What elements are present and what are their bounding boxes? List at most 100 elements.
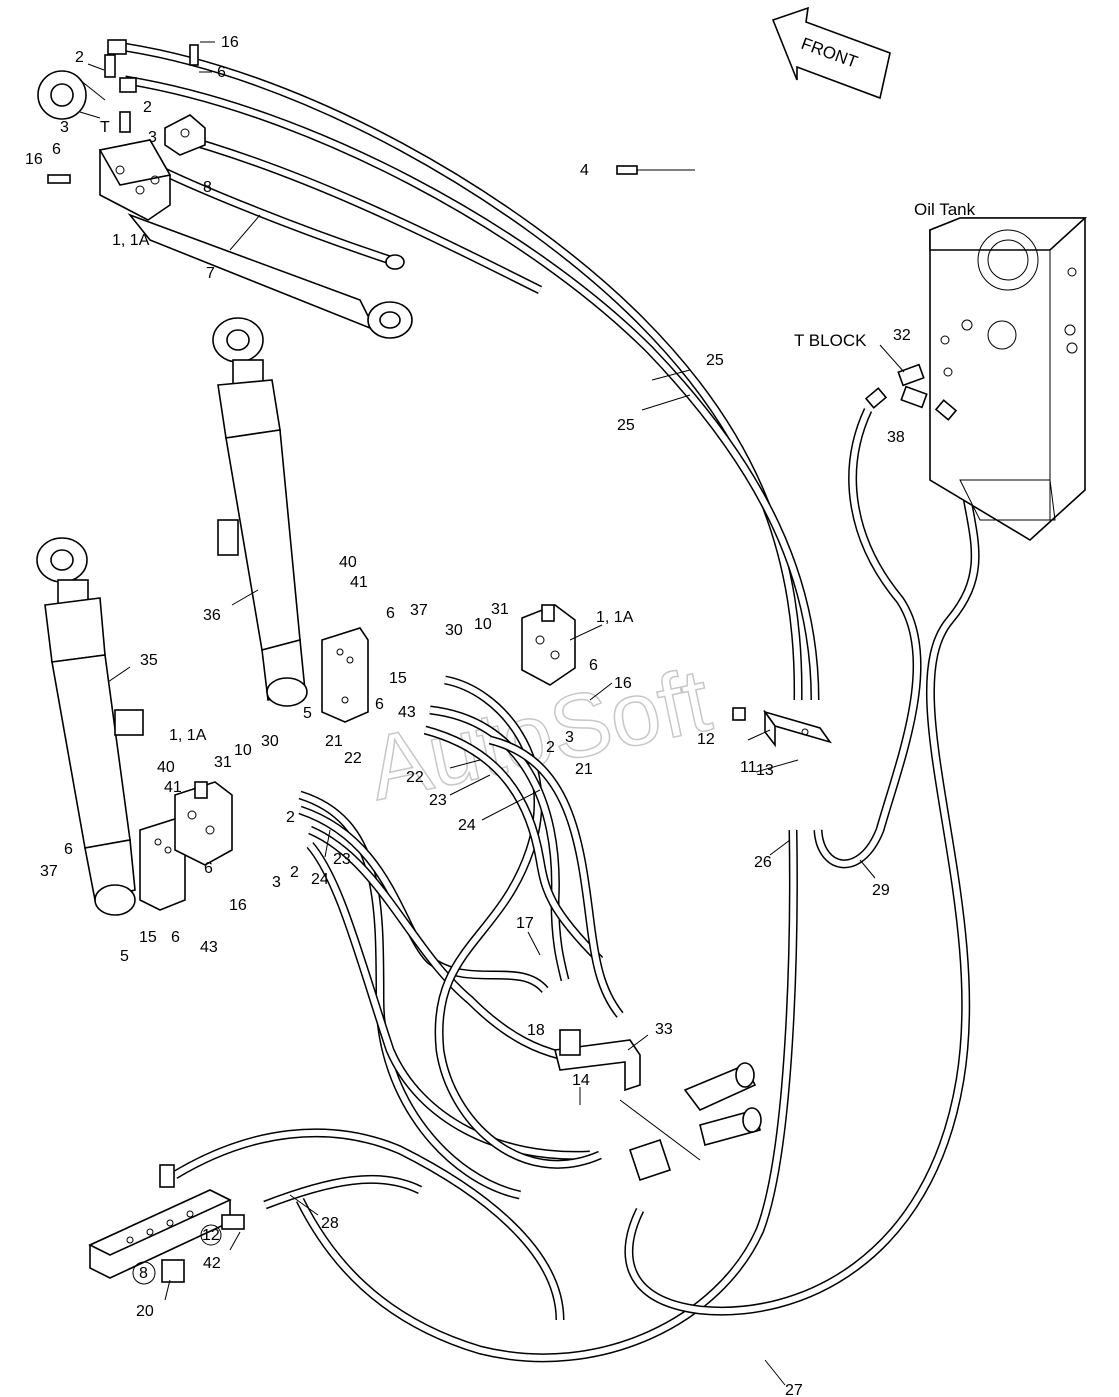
callout-43: 43 [200,939,218,956]
top-valve-block-1-1a [98,139,172,221]
callout-12: 12 [697,731,715,748]
callout-20: 20 [136,1303,154,1320]
t-block-32 [864,363,958,421]
callout-32: 32 [893,327,911,344]
callout-1-1a: 1, 1A [112,232,150,249]
middle-valve-block-15 [321,627,369,723]
callout-1-1a: 1, 1A [169,727,207,744]
callout-6: 6 [171,929,180,946]
callout-18: 18 [527,1022,545,1039]
callout-14: 14 [572,1072,590,1089]
callout-42: 42 [203,1255,221,1272]
callout-16: 16 [229,897,247,914]
callout-labels: 16 6 2 2 3 T 3 16 6 8 1, 1A 7 4 25 25 Oi… [25,34,976,1397]
callout-26: 26 [754,854,772,871]
callout-5: 5 [120,948,129,965]
callout-22: 22 [344,750,362,767]
callout-30: 30 [445,622,463,639]
callout-17: 17 [516,915,534,932]
callout-6: 6 [204,860,213,877]
oil-tank [929,217,1088,541]
callout-2: 2 [546,739,555,756]
callout-28: 28 [321,1215,339,1232]
lower-manifold [88,1164,245,1283]
callout-22: 22 [406,769,424,786]
callout-2: 2 [290,864,299,881]
bracket-33 [554,1029,641,1092]
callout-11: 11 [740,759,757,776]
callout-41: 41 [164,779,182,796]
callout-2: 2 [286,809,295,826]
callout-16: 16 [221,34,239,51]
callout-6: 6 [589,657,598,674]
callout-2: 2 [75,49,84,66]
callout-23: 23 [429,792,447,809]
callout-3: 3 [565,729,574,746]
cylinder-35 [36,537,144,916]
callout-6: 6 [375,696,384,713]
cylinder-36 [212,317,308,707]
hose-28 [172,1128,565,1321]
callout-31: 31 [214,754,232,771]
front-direction-arrow: FRONT [771,6,891,100]
callout-27: 27 [785,1382,803,1397]
callout-35: 35 [140,652,158,669]
t-block-label: T BLOCK [794,331,867,350]
callout-37: 37 [40,863,58,880]
callout-10: 10 [234,742,252,759]
callout-12-circle [200,1224,222,1246]
callout-6: 6 [52,141,61,158]
callout-33: 33 [655,1021,673,1038]
callout-7: 7 [206,265,215,282]
callout-16: 16 [25,151,43,168]
pilot-valves-right [619,1062,762,1182]
hose-21-24-bundle [298,675,624,1200]
callout-15: 15 [139,929,157,946]
callout-37: 37 [410,602,428,619]
callout-6: 6 [64,841,73,858]
callout-29: 29 [872,882,890,899]
callout-8-circle [132,1261,156,1285]
callout-21: 21 [325,733,343,750]
hose-29 [813,408,922,869]
callout-24: 24 [311,871,329,888]
callout-10: 10 [474,616,492,633]
callout-25: 25 [706,352,724,369]
callout-13: 13 [756,762,774,779]
callout-8: 8 [139,1265,148,1282]
top-bracket-8 [164,114,206,156]
callout-2: 2 [143,99,152,116]
callout-t: T [100,119,110,136]
callout-6: 6 [217,64,226,81]
hose-7 [147,160,392,265]
middle-valve-block-1-1a [521,604,576,686]
callout-8: 8 [203,179,212,196]
callout-41: 41 [350,574,368,591]
oil-tank-label: Oil Tank [914,200,976,219]
callout-4: 4 [580,162,589,179]
callout-31: 31 [491,601,509,618]
callout-40: 40 [157,759,175,776]
callout-15: 15 [389,670,407,687]
hose-26-27 [295,829,798,1363]
callout-25: 25 [617,417,635,434]
callout-30: 30 [261,733,279,750]
callout-3: 3 [272,874,281,891]
hose-27-return [624,429,980,1316]
callout-16: 16 [614,675,632,692]
callout-23: 23 [333,851,351,868]
callout-3: 3 [60,119,69,136]
callout-1-1a: 1, 1A [596,609,634,626]
pin-4 [616,165,695,175]
callout-38: 38 [887,429,905,446]
callout-24: 24 [458,817,476,834]
callout-6: 6 [386,605,395,622]
hose-25-pair [109,40,820,701]
leader-lines [87,41,905,1386]
callout-43: 43 [398,704,416,721]
callout-3: 3 [148,129,157,146]
top-boom-cylinder-7 [127,213,413,339]
callout-12: 12 [202,1227,220,1244]
bracket-11 [732,707,832,748]
